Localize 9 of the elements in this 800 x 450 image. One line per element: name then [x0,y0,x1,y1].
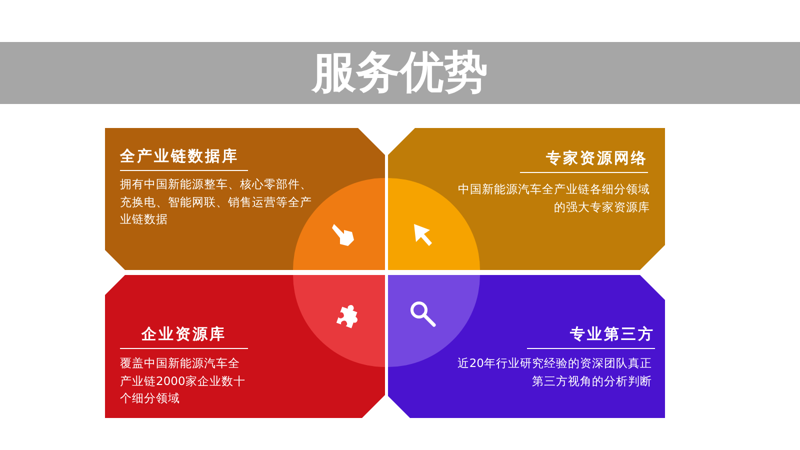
panel-description: 中国新能源汽车全产业链各细分领域的强大专家资源库 [457,181,650,216]
panel-description: 近20年行业研究经验的资深团队真正第三方视角的分析判断 [456,355,652,390]
panel-heading: 专业第三方 [527,325,655,349]
panel-description: 覆盖中国新能源汽车全产业链2000家企业数十个细分领域 [120,355,246,407]
panel-heading: 专家资源网络 [520,149,648,173]
panel-heading: 企业资源库 [120,325,248,349]
panel-description: 拥有中国新能源整车、核心零部件、充换电、智能网联、销售运营等全产业链数据 [120,176,313,228]
title: 服务优势 [310,46,489,100]
panel-heading: 全产业链数据库 [120,147,248,171]
